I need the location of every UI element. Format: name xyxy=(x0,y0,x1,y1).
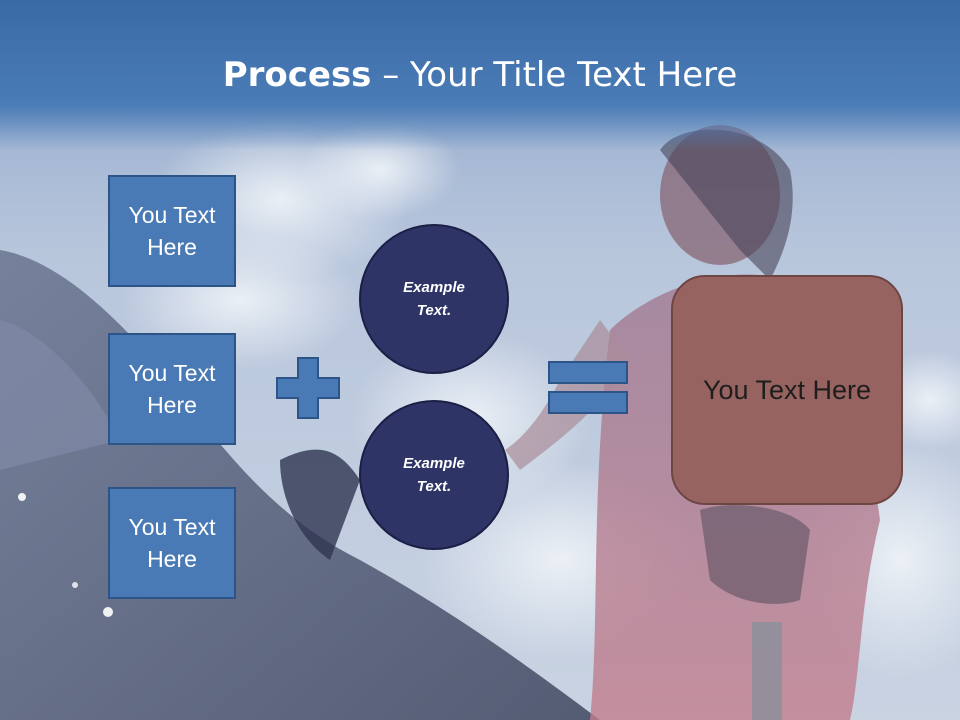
left-box-label: You Text Here xyxy=(128,202,216,260)
example-circle-1[interactable]: Example Text. xyxy=(359,224,509,374)
slide-title: Process – Your Title Text Here xyxy=(0,52,960,98)
circle-label: Example Text. xyxy=(403,279,465,319)
circle-label: Example Text. xyxy=(403,455,465,495)
plus-icon xyxy=(276,357,340,419)
left-box-label: You Text Here xyxy=(128,514,216,572)
left-box-3[interactable]: You Text Here xyxy=(108,487,236,599)
left-box-2[interactable]: You Text Here xyxy=(108,333,236,445)
title-bold: Process xyxy=(222,55,372,95)
title-bar xyxy=(0,0,960,150)
result-box[interactable]: You Text Here xyxy=(671,275,903,505)
left-box-label: You Text Here xyxy=(128,360,216,418)
title-rest: – Your Title Text Here xyxy=(371,55,738,95)
equals-icon xyxy=(548,361,628,414)
left-box-1[interactable]: You Text Here xyxy=(108,175,236,287)
example-circle-2[interactable]: Example Text. xyxy=(359,400,509,550)
result-box-label: You Text Here xyxy=(702,374,872,405)
